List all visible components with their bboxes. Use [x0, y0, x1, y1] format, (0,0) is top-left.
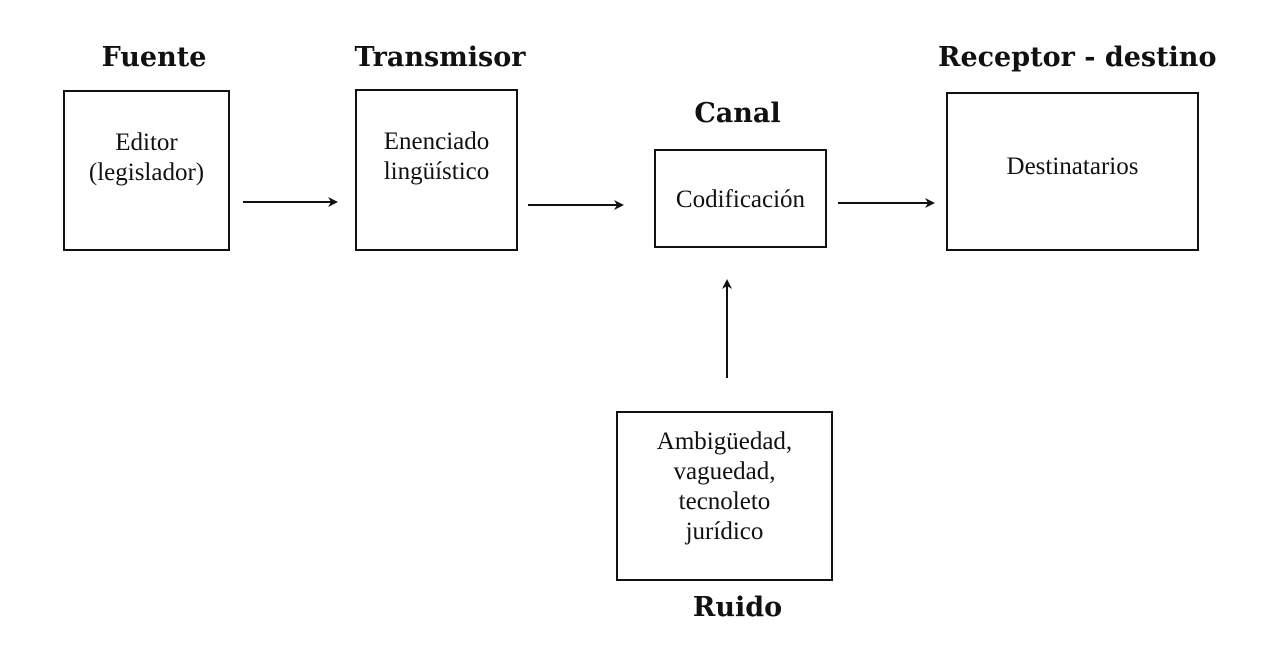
- box-ruido-text: Ambigüedad, vaguedad, tecnoleto jurídico: [656, 428, 793, 545]
- box-transmisor: Enenciado lingüístico: [355, 89, 518, 251]
- box-ruido: Ambigüedad, vaguedad, tecnoleto jurídico: [616, 411, 833, 581]
- heading-transmisor: Transmisor: [354, 42, 526, 73]
- heading-receptor-destino: Receptor - destino: [938, 42, 1217, 73]
- box-transmisor-text: Enenciado lingüístico: [383, 128, 490, 185]
- box-receptor-text: Destinatarios: [1006, 153, 1139, 180]
- box-canal-text: Codificación: [675, 186, 806, 213]
- box-canal: Codificación: [654, 149, 827, 248]
- heading-ruido: Ruido: [692, 592, 783, 623]
- heading-fuente: Fuente: [101, 42, 207, 73]
- box-receptor-destino: Destinatarios: [946, 92, 1199, 251]
- heading-canal: Canal: [694, 98, 781, 129]
- box-fuente-text: Editor (legislador): [88, 129, 205, 186]
- box-fuente: Editor (legislador): [63, 90, 230, 251]
